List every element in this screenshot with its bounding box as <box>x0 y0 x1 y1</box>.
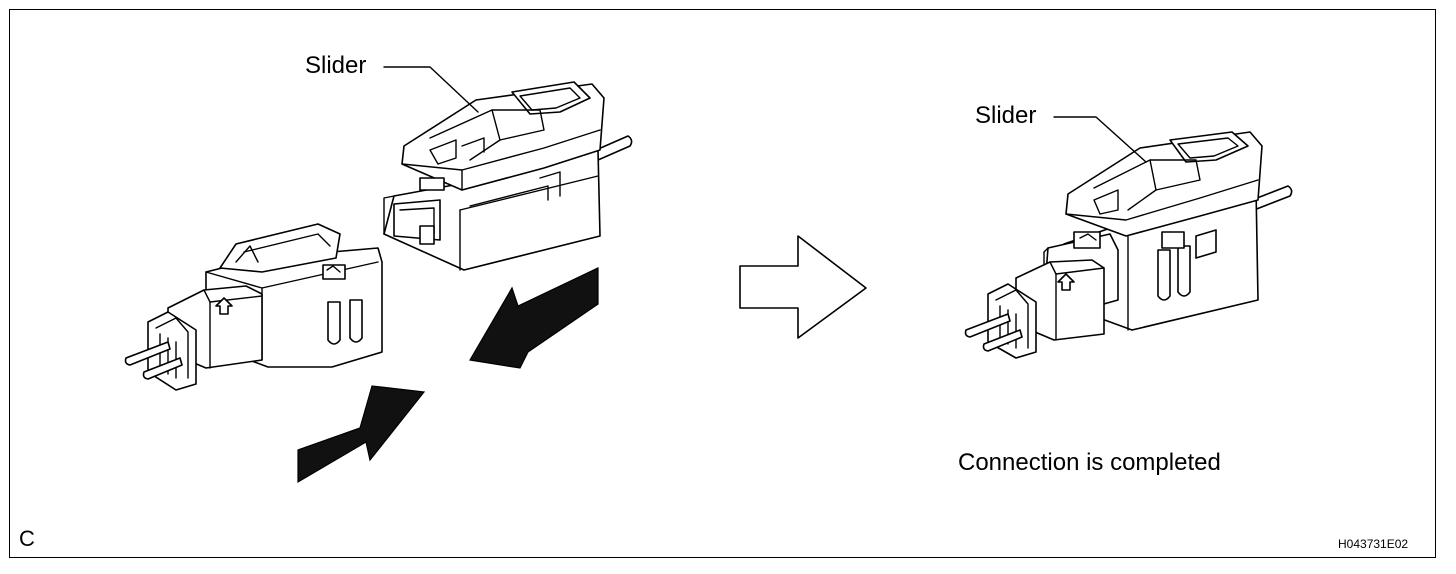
corner-letter: C <box>19 526 35 551</box>
figure-code: H043731E02 <box>1338 537 1409 551</box>
push-arrows <box>297 267 599 484</box>
completion-caption: Connection is completed <box>958 449 1221 476</box>
female-connector-left <box>124 223 383 391</box>
connected-assembly <box>964 116 1293 359</box>
slider-label-right: Slider <box>975 102 1037 129</box>
result-arrow-icon <box>739 235 867 339</box>
slider-label-left: Slider <box>305 52 367 79</box>
figure-border <box>9 9 1436 558</box>
male-connector-left <box>383 66 633 271</box>
